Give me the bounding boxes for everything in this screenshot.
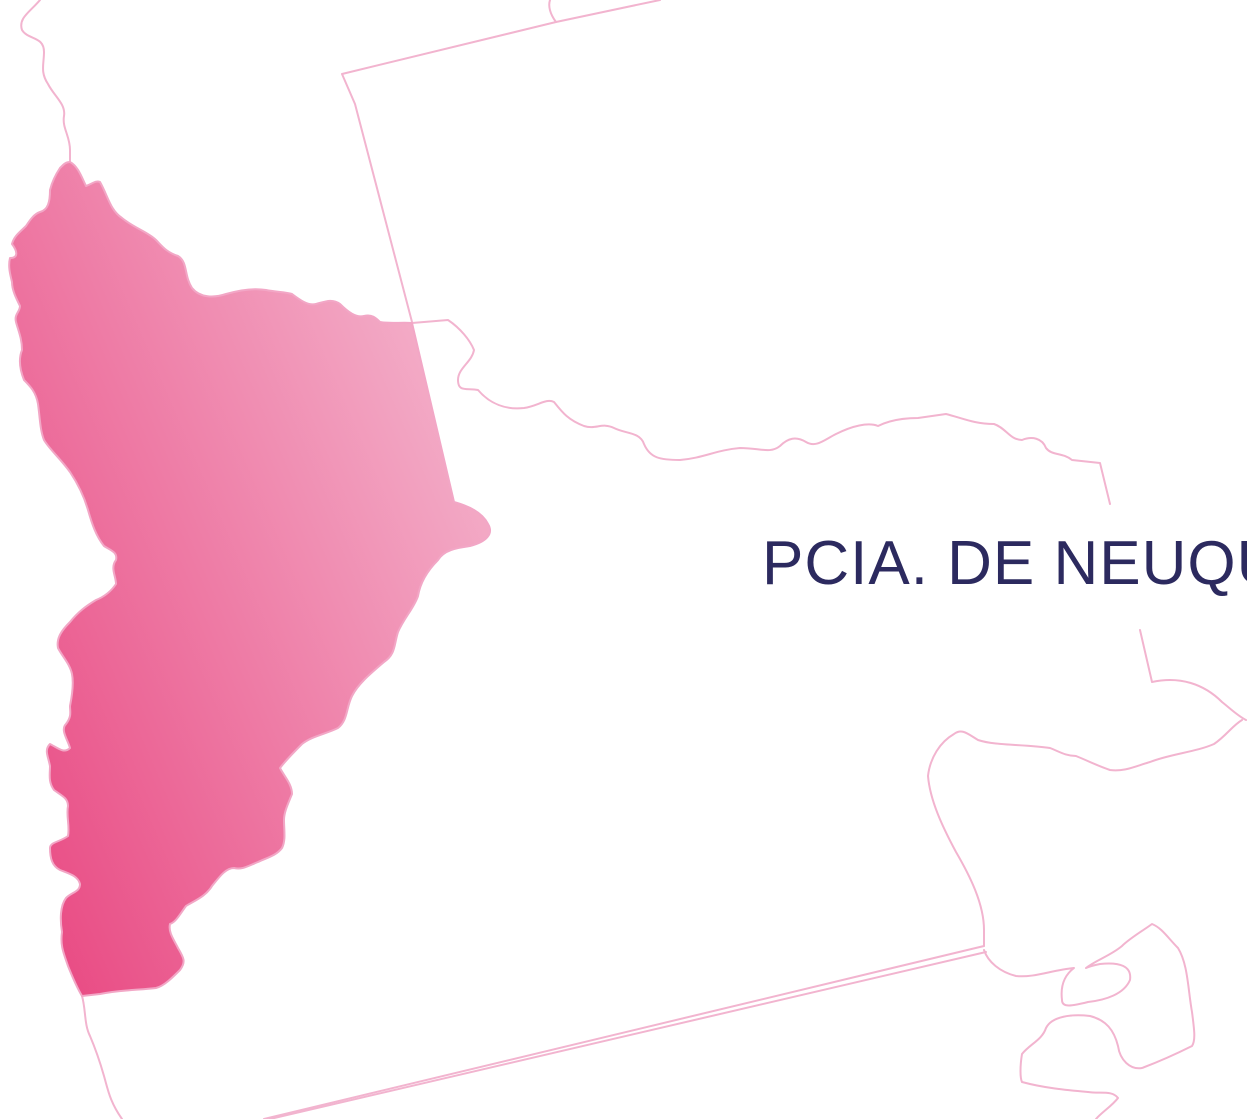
- department-border-south-a: [263, 945, 985, 1119]
- international-border-south: [81, 995, 123, 1119]
- region-label: PCIA. DE NEUQU: [762, 529, 1247, 598]
- lake-outline: [927, 719, 1243, 947]
- department-border-north: [341, 0, 661, 323]
- southeast-river: [983, 923, 1196, 1119]
- east-border: [1139, 629, 1247, 721]
- river-border: [411, 319, 1111, 505]
- highlighted-department[interactable]: [8, 161, 491, 997]
- international-border-north: [20, 0, 71, 163]
- department-border-north-stub: [548, 0, 557, 23]
- department-border-south-b: [269, 951, 987, 1119]
